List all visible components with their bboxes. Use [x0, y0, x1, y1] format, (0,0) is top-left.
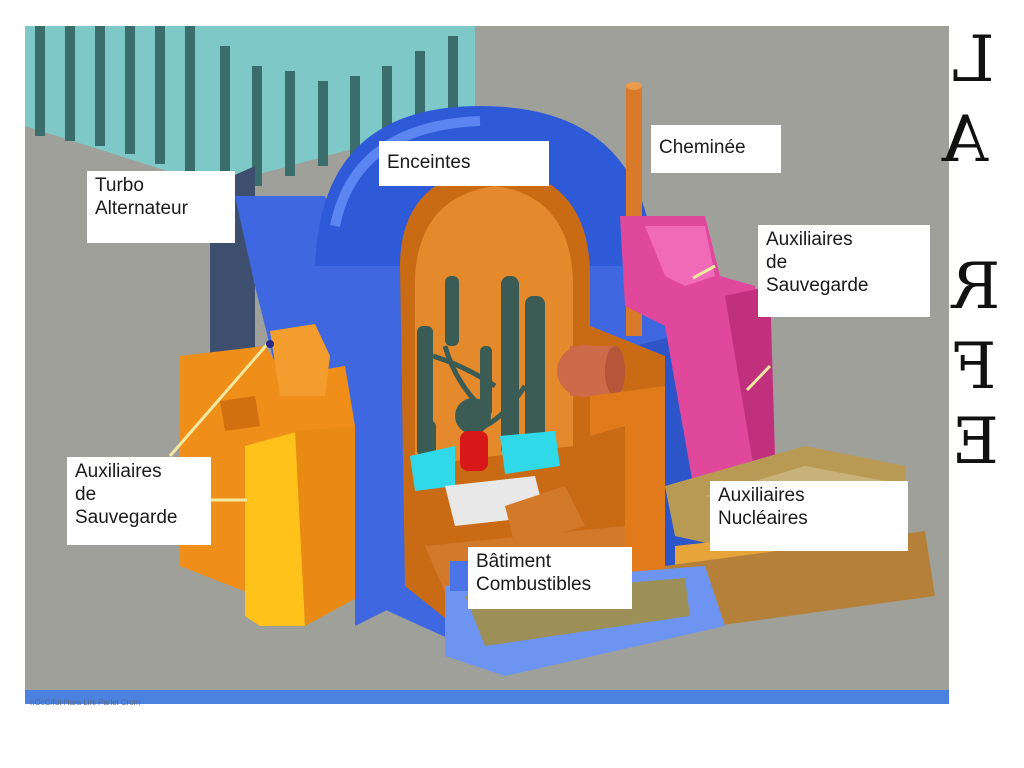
side-letter: A: [942, 103, 989, 177]
label-turbo-alternateur: Turbo Alternateur: [87, 171, 235, 243]
image-caption: nOcC/fut Hara Lini Parlel Crom: [30, 698, 141, 707]
label-auxiliaires-nucleaires: Auxiliaires Nucléaires: [710, 481, 908, 551]
leader-lines: [168, 264, 772, 502]
pool-right: [500, 431, 560, 474]
side-letter: R: [952, 250, 1001, 324]
bottom-bar: [25, 690, 949, 704]
side-letter: L: [952, 23, 995, 97]
reactor-vessel: [460, 431, 488, 471]
auxiliaires-sauvegarde-right: [620, 216, 755, 496]
label-auxiliaires-sauvegarde-right: Auxiliaires de Sauvegarde: [758, 225, 930, 317]
label-cheminee: Cheminée: [651, 125, 781, 173]
side-letter: E: [952, 405, 999, 479]
label-enceintes: Enceintes: [379, 141, 549, 186]
label-batiment-combustibles: Bâtiment Combustibles: [468, 547, 632, 609]
reactor-head: [455, 398, 491, 434]
side-letter: F: [952, 330, 997, 404]
pool-left: [410, 446, 455, 491]
label-auxiliaires-sauvegarde-left: Auxiliaires de Sauvegarde: [67, 457, 211, 545]
